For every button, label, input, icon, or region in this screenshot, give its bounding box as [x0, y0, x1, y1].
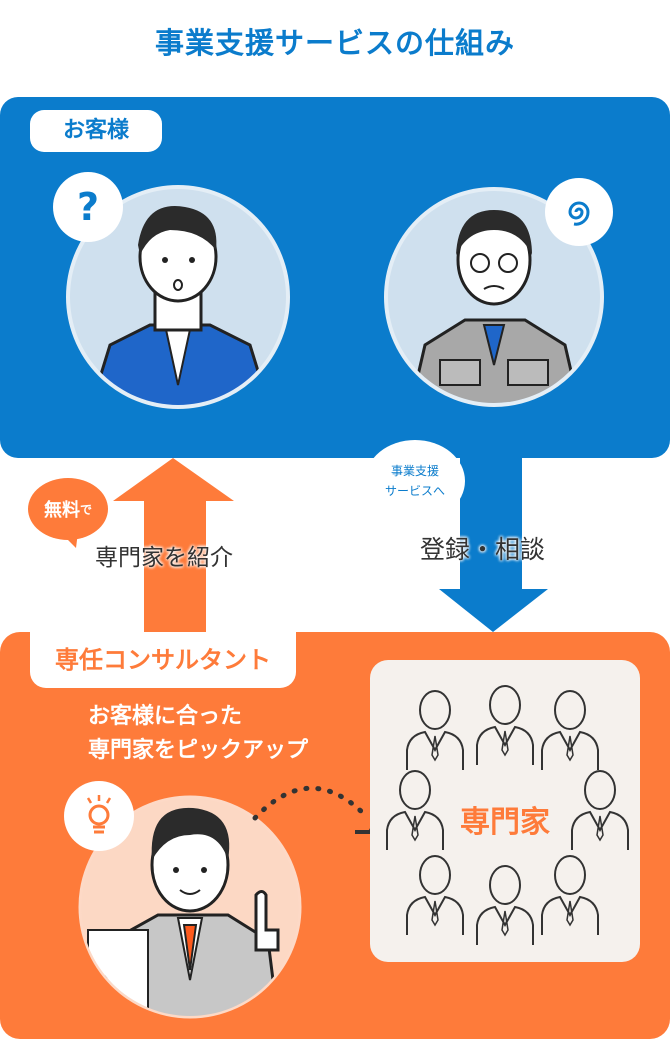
- customer-label: お客様: [30, 110, 162, 152]
- question-bubble: ?: [53, 172, 123, 242]
- consultant-label: 専任コンサルタント: [30, 632, 296, 688]
- expert-person-icon: [406, 690, 464, 770]
- experts-label: 専門家: [460, 805, 550, 840]
- expert-person-icon: [571, 770, 629, 850]
- worried-bubble: [545, 178, 613, 246]
- expert-person-icon: [476, 865, 534, 945]
- service-bubble-line2: サービスへ: [384, 484, 445, 498]
- question-mark-icon: ?: [76, 185, 100, 229]
- expert-person-icon: [406, 855, 464, 935]
- pick-line-2: 専門家をピックアップ: [88, 738, 309, 763]
- expert-person-icon: [476, 685, 534, 765]
- spiral-icon: [568, 201, 590, 226]
- expert-person-icon: [541, 690, 599, 770]
- experts-icons: [386, 685, 629, 945]
- pick-experts-text: お客様に合った 専門家をピックアップ: [88, 700, 308, 768]
- customer-worried-illustration: [384, 187, 604, 407]
- service-bubble-line1: 事業支援: [390, 464, 439, 478]
- free-bubble-suffix: で: [79, 502, 92, 517]
- introduce-arrow-up: [113, 458, 234, 632]
- pick-line-1: お客様に合った: [88, 704, 243, 729]
- idea-bubble: [64, 781, 134, 851]
- lightbulb-icon: [86, 795, 112, 834]
- register-arrow-down: [439, 458, 548, 632]
- free-bubble: 無料で: [28, 478, 108, 540]
- customer-thinking-illustration: [66, 185, 290, 409]
- service-bubble: 事業支援 サービスへ: [365, 440, 465, 522]
- page-title: 事業支援サービスの仕組み: [154, 26, 515, 60]
- dotted-arrow: [252, 785, 378, 834]
- free-bubble-main: 無料: [43, 500, 80, 521]
- consultant-illustration: [78, 795, 302, 1019]
- expert-person-icon: [541, 855, 599, 935]
- register-consult-label: 登録・相談: [420, 535, 546, 564]
- introduce-experts-label: 専門家を紹介: [95, 545, 233, 571]
- free-bubble-tail: [60, 532, 78, 548]
- expert-person-icon: [386, 770, 444, 850]
